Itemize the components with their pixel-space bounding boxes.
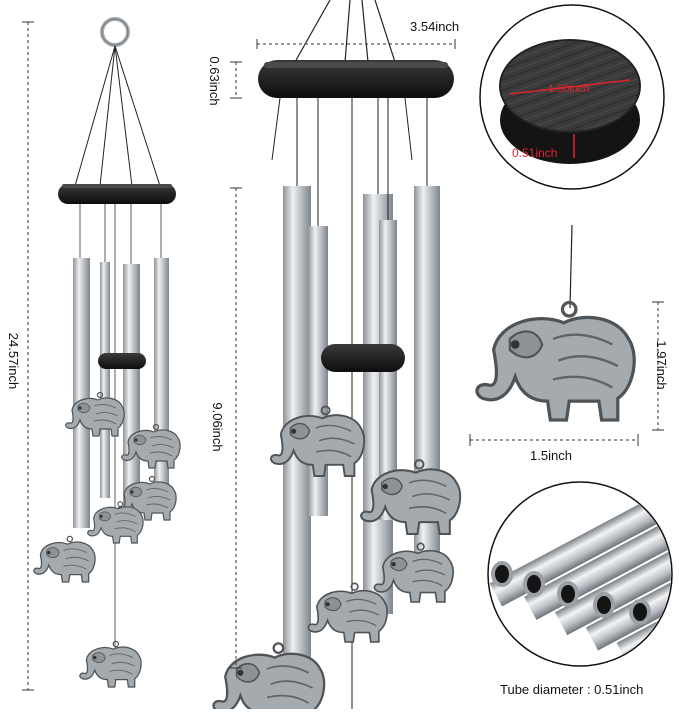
top-diameter-dimension: [256, 39, 456, 49]
charm-width-dimension: [469, 434, 639, 446]
tube-length-label: 9.06inch: [210, 402, 225, 452]
top-thickness-label: 0.63inch: [207, 56, 222, 106]
charm-width-label: 1.5inch: [530, 448, 572, 463]
center-chime-closeup: [212, 0, 462, 714]
total-length-dimension: [22, 21, 34, 691]
elephant-charm-closeup: [475, 224, 636, 422]
total-length-label: 24.57inch: [6, 332, 21, 390]
wood-diameter-label: 1.50inch: [548, 83, 590, 95]
left-full-chime: [33, 17, 181, 688]
charm-height-label: 1.97inch: [654, 340, 669, 390]
wood-thickness-label: 0.51inch: [512, 146, 558, 160]
wood-disk-closeup: [479, 4, 665, 190]
tube-diameter-closeup: [487, 481, 673, 667]
top-diameter-label: 3.54inch: [410, 19, 460, 34]
top-thickness-dimension: [230, 61, 242, 99]
tube-diameter-caption: Tube diameter : 0.51inch: [500, 682, 644, 697]
charm-height-dimension: [652, 301, 664, 431]
tube-length-dimension: [230, 187, 242, 669]
